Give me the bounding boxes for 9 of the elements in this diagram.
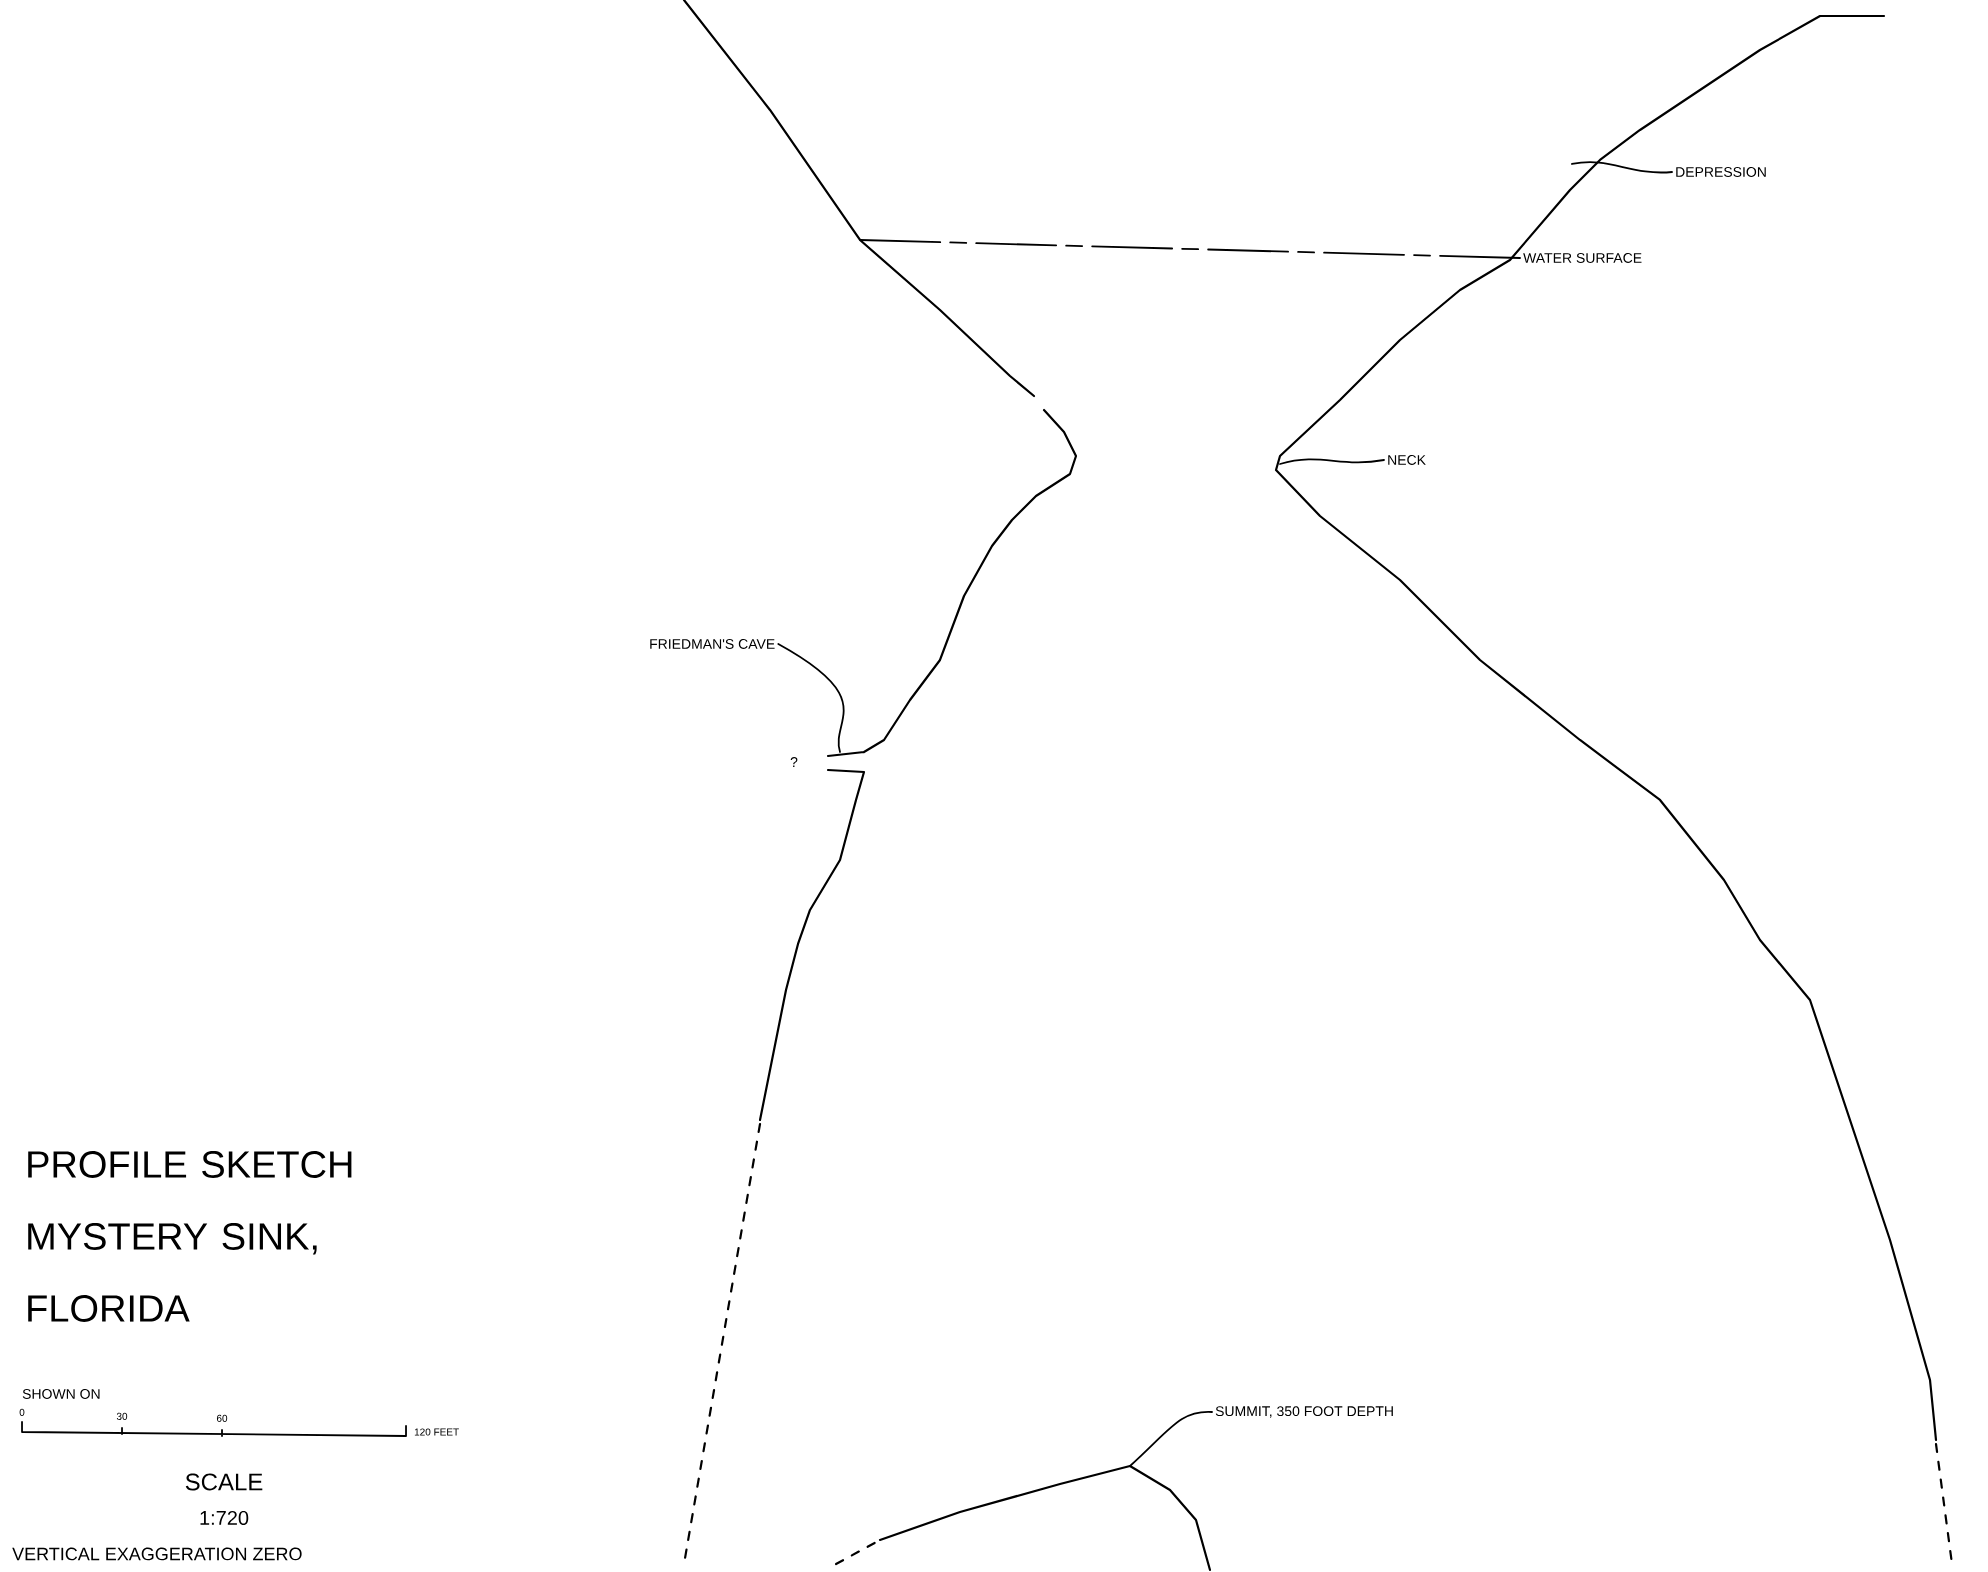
leader-line — [777, 643, 845, 753]
scale-heading: SCALE — [185, 1473, 263, 1491]
leader-line — [1279, 458, 1385, 465]
leader-line — [1571, 161, 1673, 174]
scale-ratio: 1:720 — [200, 1510, 249, 1526]
leader-line — [1129, 1411, 1213, 1467]
exaggeration-note: VERTICAL EXAGGERATION ZERO — [12, 1547, 302, 1561]
water-surface-line — [859, 239, 1521, 259]
title: PROFILE SKETCH MYSTERY SINK, FLORIDA — [28, 1151, 352, 1322]
